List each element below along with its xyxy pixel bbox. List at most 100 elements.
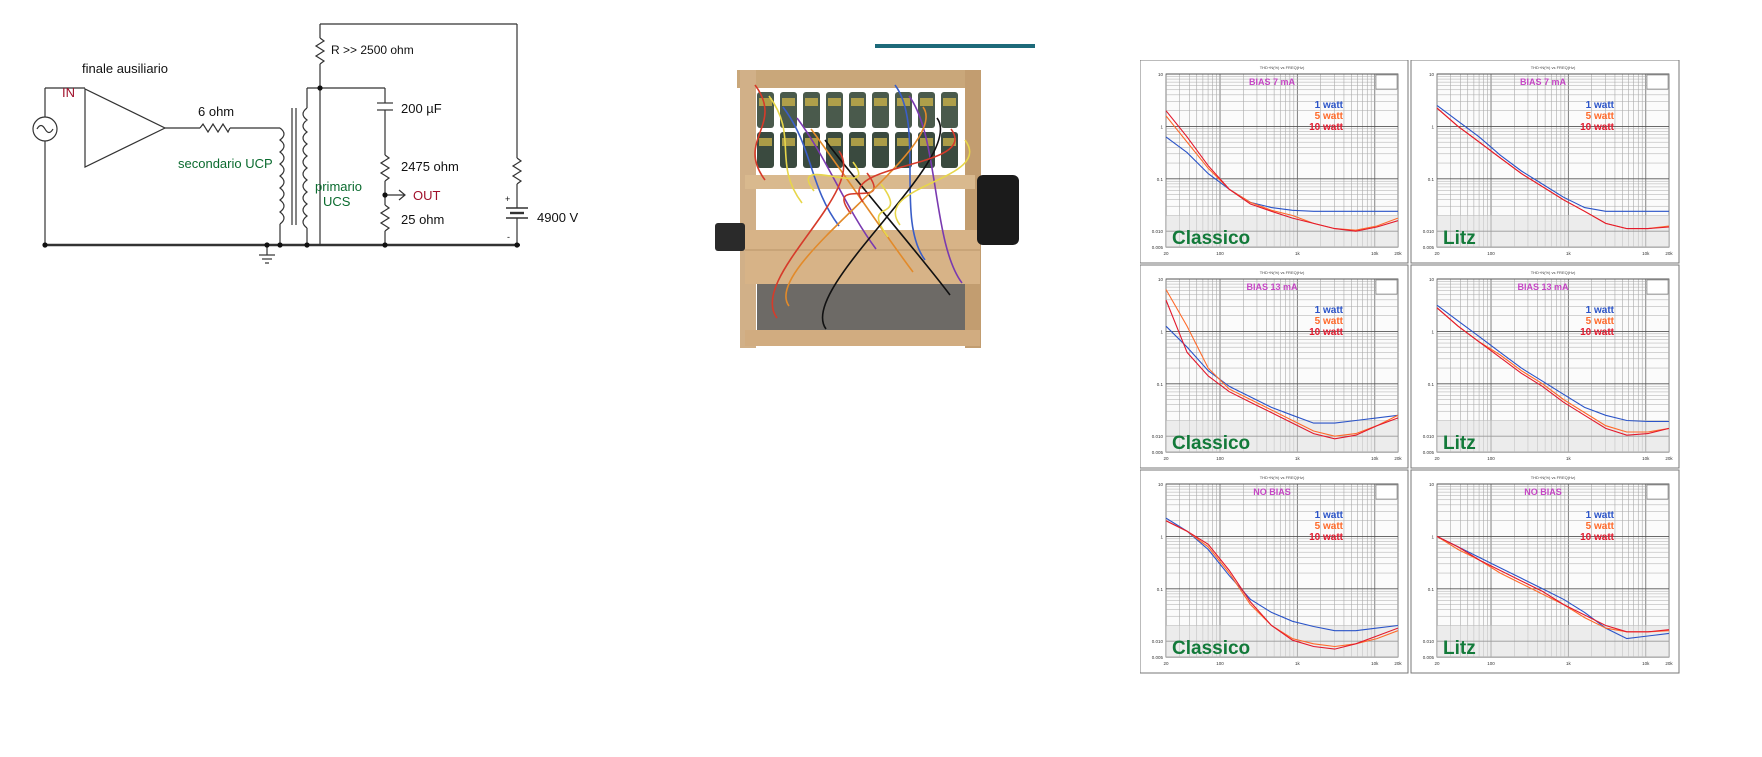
schematic-title: finale ausiliario [82,61,168,76]
legend-entry: 10 watt [1580,122,1615,133]
battery-minus: - [507,232,510,242]
y-tick-label: 10 [1429,72,1435,77]
resistor-2475-icon [379,154,391,182]
legend-entry: 1 watt [1315,305,1344,316]
y-tick-label: 1 [1160,124,1163,129]
y-tick-label: 0.1 [1428,177,1435,182]
x-tick-label: 20k [1665,661,1673,666]
in-label: IN [62,85,75,100]
out-label: OUT [413,188,441,203]
thd-curve [1436,535,1670,633]
x-tick-label: 20k [1665,456,1673,461]
x-tick-label: 1k [1566,661,1572,666]
thd-curve [1165,115,1399,231]
x-tick-label: 10k [1642,456,1650,461]
x-tick-label: 10k [1642,251,1650,256]
winding-label: Litz [1443,228,1476,249]
primary-label: primario [315,179,362,194]
y-tick-label: 0.010 [1423,639,1435,644]
bias-tag: BIAS 13 mA [1517,282,1569,292]
resistor-r-large-icon [314,37,326,65]
x-tick-label: 20k [1665,251,1673,256]
legend-entry: 5 watt [1315,316,1344,327]
legend-entry: 5 watt [1586,521,1615,532]
legend-entry: 5 watt [1586,111,1615,122]
winding-label: Classico [1172,638,1250,659]
thd-curve [1165,299,1399,440]
y-tick-label: 0.1 [1428,382,1435,387]
x-tick-label: 100 [1216,661,1224,666]
x-tick-label: 20 [1434,456,1440,461]
y-tick-label: 0.005 [1152,655,1164,660]
y-tick-label: 0.010 [1423,229,1435,234]
y-tick-label: 0.1 [1157,177,1164,182]
y-tick-label: 0.1 [1428,587,1435,592]
resistor-6ohm-icon [199,122,231,134]
legend-entry: 5 watt [1315,521,1344,532]
chart-header: THD+N(%) vs FREQ(Hz) [1260,65,1305,70]
x-tick-label: 1k [1295,251,1301,256]
y-tick-label: 1 [1431,534,1434,539]
y-tick-label: 0.010 [1423,434,1435,439]
x-tick-label: 10k [1642,661,1650,666]
legend-entry: 1 watt [1586,100,1615,111]
x-tick-label: 10k [1371,661,1379,666]
legend-entry: 5 watt [1586,316,1615,327]
r-mid-label: 2475 ohm [401,159,459,174]
legend-entry: 10 watt [1309,532,1344,543]
x-tick-label: 10k [1371,251,1379,256]
x-tick-label: 20 [1163,456,1169,461]
thd-curve [1436,104,1669,212]
thd-curve [1165,520,1399,650]
x-tick-label: 10k [1371,456,1379,461]
thd-curve [1165,517,1399,632]
resistor-6ohm-label: 6 ohm [198,104,234,119]
x-tick-label: 1k [1566,251,1572,256]
y-tick-label: 0.1 [1157,587,1164,592]
circuit-schematic: finale ausiliario IN 6 ohm secondario UC… [32,23,579,264]
x-tick-label: 1k [1295,456,1301,461]
bias-tag: BIAS 7 mA [1249,77,1296,87]
secondary-label: secondario UCP [178,156,273,171]
y-tick-label: 10 [1158,482,1164,487]
r-top-label: R >> 2500 ohm [331,43,414,57]
x-tick-label: 100 [1487,456,1495,461]
y-tick-label: 10 [1158,72,1164,77]
primary-ucs-label: UCS [323,194,351,209]
y-tick-label: 0.010 [1152,229,1164,234]
chart-header: THD+N(%) vs FREQ(Hz) [1531,270,1576,275]
thd-curve [1165,110,1399,232]
x-tick-label: 20 [1434,251,1440,256]
y-tick-label: 0.005 [1152,450,1164,455]
bias-tag: NO BIAS [1253,487,1291,497]
bias-tag: BIAS 7 mA [1520,77,1567,87]
x-tick-label: 100 [1487,661,1495,666]
bias-tag: BIAS 13 mA [1246,282,1298,292]
legend-entry: 10 watt [1309,327,1344,338]
x-tick-label: 20 [1163,251,1169,256]
x-tick-label: 20 [1163,661,1169,666]
y-tick-label: 0.005 [1423,245,1435,250]
prototype-photo [715,44,1035,348]
resistor-25-icon [379,204,391,232]
y-tick-label: 1 [1431,124,1434,129]
x-tick-label: 20k [1394,251,1402,256]
y-tick-label: 10 [1429,482,1435,487]
y-tick-label: 0.005 [1423,450,1435,455]
battery-label: 4900 V [537,210,579,225]
legend-entry: 1 watt [1586,305,1615,316]
y-tick-label: 1 [1160,534,1163,539]
legend-entry: 10 watt [1580,327,1615,338]
chart-header: THD+N(%) vs FREQ(Hz) [1531,65,1576,70]
thd-curve [1436,307,1670,436]
thd-curve [1436,304,1669,423]
resistor-bleeder-icon [511,157,523,185]
r-low-label: 25 ohm [401,212,444,227]
y-tick-label: 0.005 [1152,245,1164,250]
